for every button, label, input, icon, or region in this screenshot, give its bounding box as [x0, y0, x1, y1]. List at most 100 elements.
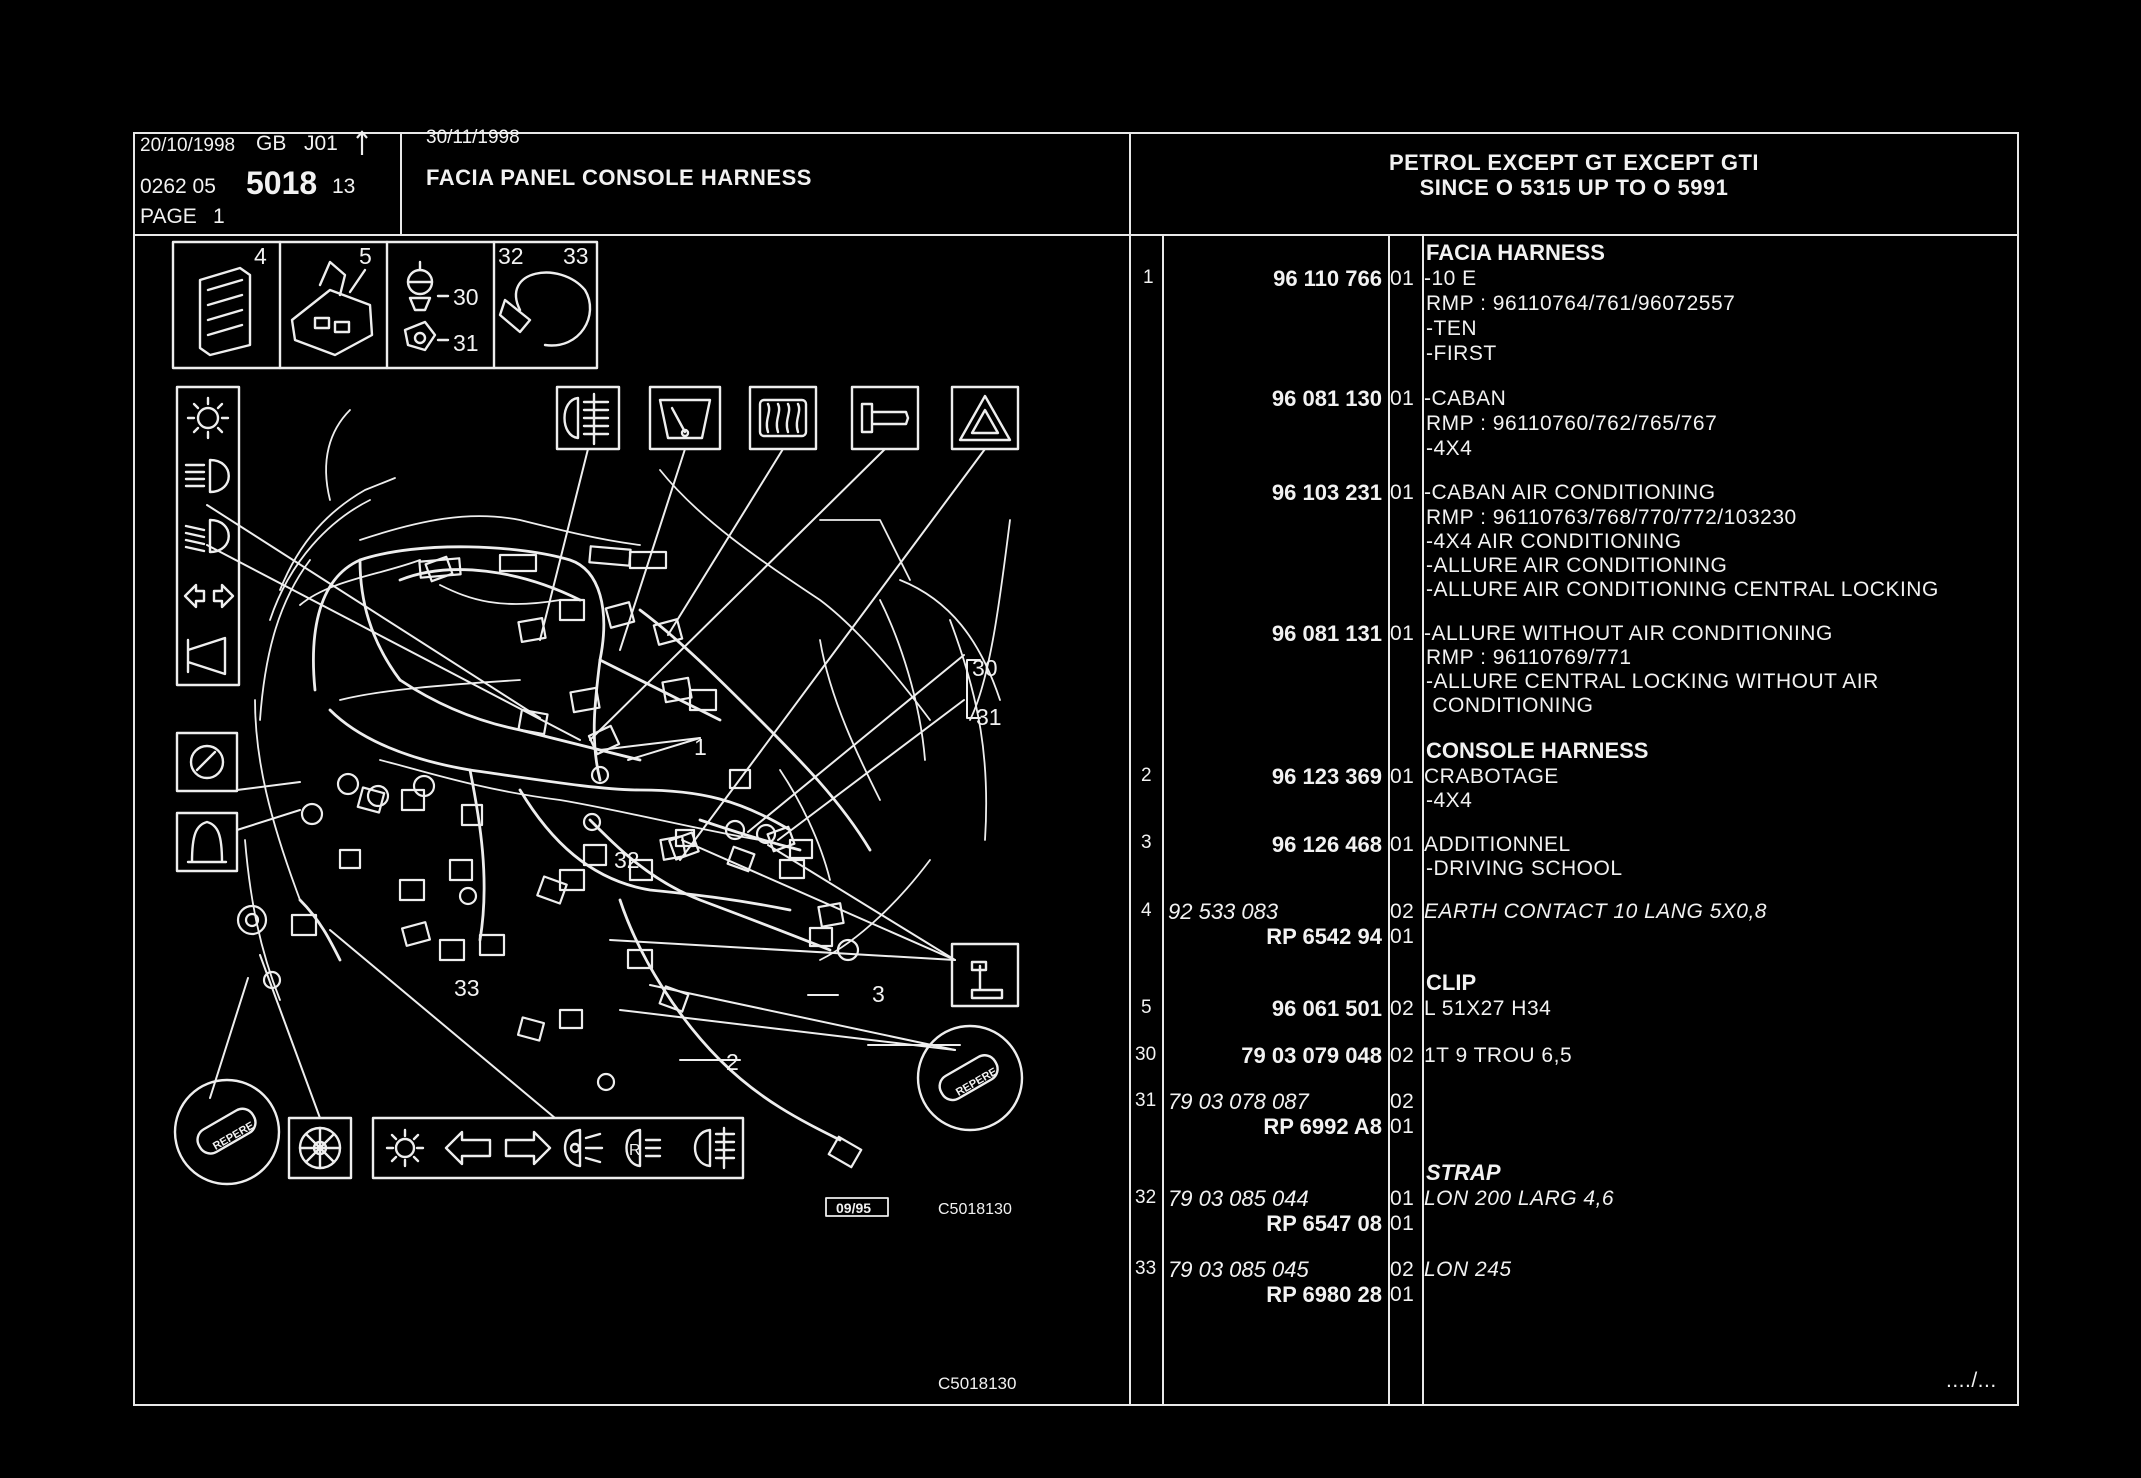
header-divider [133, 234, 2019, 236]
repere-label-right: REPERE [954, 1066, 999, 1099]
description-line: -ALLURE CENTRAL LOCKING WITHOUT AIR [1426, 670, 1879, 693]
rear-fog-icon: R [625, 1128, 662, 1168]
description-line: -FIRST [1426, 342, 1497, 365]
replacement-quantity: 01 [1390, 1212, 1415, 1235]
indicator-arrows-icon [183, 583, 235, 609]
rear-demist-icon [758, 398, 808, 438]
part-reference: 79 03 078 087 [1168, 1089, 1309, 1114]
steering-wheel-icon [298, 1126, 342, 1170]
heading-strap: STRAP [1426, 1160, 1501, 1185]
doc-ref-main: 5018 [246, 165, 318, 201]
harness-diagram: 4 5 30 31 32 33 [171, 240, 1024, 1393]
part-reference: 92 533 083 [1168, 899, 1279, 924]
fog-lamp-beam-icon [693, 1126, 736, 1170]
page-title: FACIA PANEL CONSOLE HARNESS [426, 165, 812, 190]
quantity: 02 [1390, 1044, 1415, 1067]
quantity: 01 [1390, 387, 1415, 410]
thumb-panel-frame [171, 240, 599, 370]
part-reference: 96 061 501 [1271, 996, 1382, 1021]
item-number: 5 [1141, 997, 1152, 1018]
callout-33: 33 [454, 975, 480, 1001]
replacement-quantity: 01 [1390, 1115, 1415, 1138]
description-line: CRABOTAGE [1424, 765, 1559, 788]
quantity: 01 [1390, 622, 1415, 645]
quantity: 01 [1390, 267, 1415, 290]
quantity: 02 [1390, 997, 1415, 1020]
horn-icon [186, 636, 227, 676]
page-number: 1 [213, 205, 225, 228]
col-qty-divider [1422, 234, 1424, 1406]
thumb-label-33: 33 [563, 243, 589, 269]
earth-contact-icon [198, 266, 252, 357]
clip-fastener-icon [403, 260, 450, 352]
quantity: 01 [1390, 1187, 1415, 1210]
part-reference: 96 081 131 [1271, 621, 1382, 646]
gear-lever-icon [970, 960, 1004, 1000]
description-line: ADDITIONNEL [1424, 833, 1571, 856]
header-left-divider [400, 132, 402, 235]
description-line: LON 200 LARG 4,6 [1424, 1187, 1615, 1210]
sidelight-sun-icon [385, 1128, 425, 1168]
heading-facia-harness: FACIA HARNESS [1426, 240, 1605, 265]
item-number: 30 [1135, 1044, 1157, 1065]
description-line: EARTH CONTACT 10 LANG 5X0,8 [1424, 900, 1767, 923]
replacement-reference: RP 6547 08 [1266, 1211, 1382, 1236]
windscreen-wiper-icon [658, 398, 712, 440]
dashboard-outline [244, 409, 1011, 1001]
light-sun-icon [186, 396, 230, 440]
doc-lang: GB [256, 132, 287, 155]
callout-30: 30 [972, 655, 998, 681]
description-line: -ALLURE AIR CONDITIONING CENTRAL LOCKING [1426, 578, 1939, 601]
part-reference: 79 03 085 044 [1168, 1186, 1309, 1211]
part-reference: 79 03 079 048 [1241, 1043, 1382, 1068]
wiper-box [648, 385, 722, 451]
description-line: CONDITIONING [1426, 694, 1594, 717]
description-line: -TEN [1426, 317, 1477, 340]
part-reference: 96 103 231 [1271, 480, 1382, 505]
switch-box-a [175, 731, 239, 793]
steering-box [287, 1116, 353, 1180]
repere-label-left: REPERE [211, 1120, 256, 1153]
description-line: -ALLURE AIR CONDITIONING [1426, 554, 1728, 577]
front-fog-icon [563, 1128, 604, 1168]
part-reference: 96 110 766 [1273, 266, 1382, 291]
arrow-up-icon [356, 130, 368, 155]
replacement-reference: RP 6980 28 [1266, 1282, 1382, 1307]
cable-strap-icon [498, 271, 592, 347]
quantity: 01 [1390, 481, 1415, 504]
indicator-left-icon [444, 1130, 492, 1166]
item-number: 33 [1135, 1258, 1157, 1279]
doc-code: J01 [304, 132, 338, 155]
replacement-quantity: 01 [1390, 1283, 1415, 1306]
replacement-quantity: 01 [1390, 925, 1415, 948]
date-code-box [825, 1197, 889, 1217]
col-ref-divider [1388, 234, 1390, 1406]
revision-date: 30/11/1998 [426, 127, 520, 148]
bell-alarm-icon [186, 820, 228, 864]
callout-31: 31 [976, 704, 1002, 730]
item-number: 1 [1143, 267, 1154, 288]
quantity: 02 [1390, 1258, 1415, 1281]
thumb-label-32: 32 [498, 243, 524, 269]
description-line: -4X4 [1426, 437, 1473, 460]
clip-icon [290, 260, 374, 357]
quantity: 02 [1390, 900, 1415, 923]
callout-1: 1 [694, 734, 707, 760]
figure-code: C5018130 [938, 1201, 1012, 1218]
description-line: -10 E [1424, 267, 1477, 290]
left-switch-panel [175, 385, 241, 687]
svg-text:R: R [629, 1142, 641, 1159]
description-line: -ALLURE WITHOUT AIR CONDITIONING [1424, 622, 1833, 645]
repere-stamp-right [916, 1024, 1024, 1132]
description-line: -4X4 AIR CONDITIONING [1426, 530, 1682, 553]
part-reference: 96 081 130 [1271, 386, 1382, 411]
quantity: 02 [1390, 1090, 1415, 1113]
indicator-right-icon [504, 1130, 552, 1166]
callout-32: 32 [614, 847, 640, 873]
description-line: RMP : 96110763/768/770/772/103230 [1426, 506, 1797, 529]
description-line: RMP : 96110764/761/96072557 [1426, 292, 1736, 315]
quantity: 01 [1390, 765, 1415, 788]
col-item-divider [1162, 234, 1164, 1406]
page-frame [133, 132, 2019, 1406]
heading-clip: CLIP [1426, 970, 1477, 995]
